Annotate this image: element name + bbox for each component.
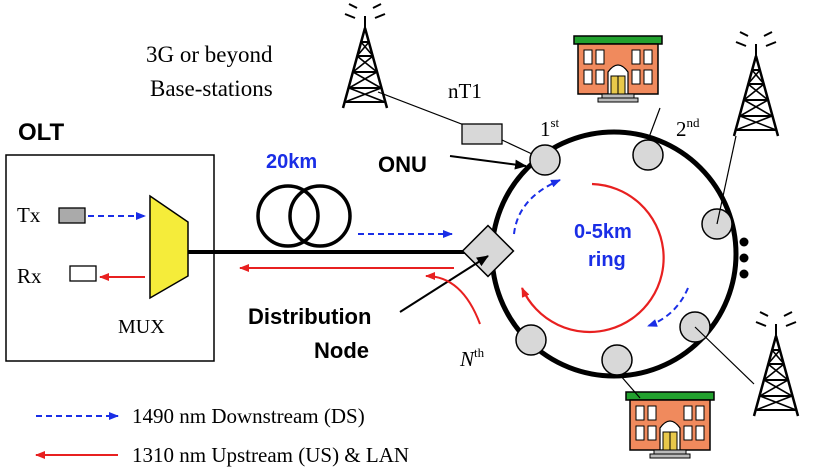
nt1-box [461, 123, 503, 145]
rx-block [69, 265, 97, 282]
ring-label: ring [588, 249, 626, 271]
nt1-to-tower-link [377, 91, 473, 129]
position-label-nth: Nth [459, 345, 485, 371]
base-station-label-line2: Base-stations [150, 76, 273, 101]
fiber-spool-left [256, 184, 320, 248]
onu-node-2nd [632, 139, 664, 171]
tower-link [694, 326, 755, 385]
mux-shape [149, 194, 189, 300]
onu-node-nth [515, 324, 547, 356]
nt1-label: nT1 [448, 79, 482, 103]
tx-block [58, 207, 86, 224]
tower-link [716, 135, 737, 225]
onu-node-1st [529, 144, 561, 176]
building-link [619, 374, 641, 399]
distribution-label-line1: Distribution [248, 304, 371, 329]
building-icon [625, 391, 715, 459]
mux-label: MUX [118, 316, 165, 338]
tower-icon [752, 310, 800, 418]
building-icon [573, 35, 663, 103]
tower-icon [732, 30, 780, 138]
position-label-2nd: 2nd [676, 115, 700, 141]
tx-label: Tx [17, 203, 41, 227]
olt-label: OLT [18, 119, 65, 146]
distribution-label-line2: Node [314, 338, 369, 363]
legend-downstream-label: 1490 nm Downstream (DS) [132, 404, 365, 428]
ring-upstream-arc [520, 182, 665, 334]
building-link [647, 107, 661, 141]
ring-length-label: 0-5km [574, 221, 632, 243]
distribution-node [461, 224, 515, 278]
node-upstream-hook [425, 272, 481, 325]
onu-node-bottom [601, 344, 633, 376]
fiber-spool-right [288, 184, 352, 248]
nt1-to-onu-link [501, 139, 533, 155]
ring-ellipsis-dot [739, 253, 749, 263]
distance-label: 20km [266, 151, 317, 173]
onu-pointer [449, 155, 527, 170]
position-label-1st: 1st [540, 115, 560, 141]
base-station-label-line1: 3G or beyond [146, 42, 273, 67]
rx-label: Rx [17, 264, 42, 288]
ring-ellipsis-dot [739, 269, 749, 279]
ring-downstream-arc-top [513, 179, 561, 235]
legend-upstream-label: 1310 nm Upstream (US) & LAN [132, 443, 409, 467]
ring-downstream-arc-bottom [647, 287, 689, 327]
onu-label: ONU [378, 152, 427, 177]
ring-ellipsis-dot [739, 237, 749, 247]
distribution-pointer [399, 255, 489, 313]
